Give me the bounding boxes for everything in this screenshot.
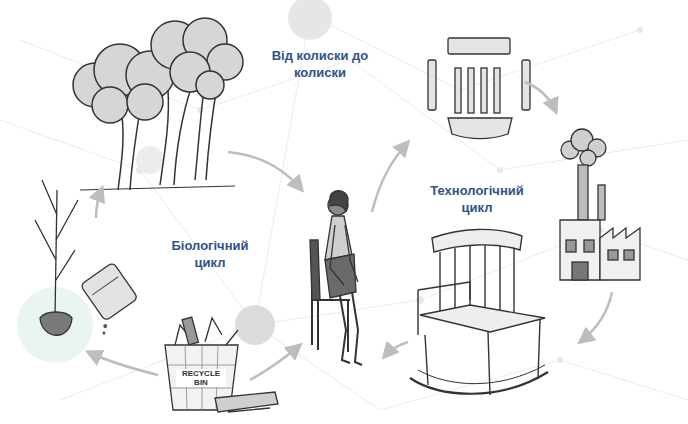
recycle-bin (165, 317, 278, 412)
cycle-label: Біологічний цикл (160, 238, 260, 272)
pale-circle (235, 305, 275, 345)
bin-text: RECYCLE BIN (176, 369, 226, 387)
fertilizer-bag (72, 262, 144, 335)
chair-parts (428, 38, 530, 139)
title: Від колиски до колиски (258, 48, 383, 82)
cycle-label: Технологічний цикл (421, 183, 533, 217)
trees (73, 18, 243, 190)
pale-circle (288, 0, 332, 40)
network-dots (136, 27, 643, 363)
seated-woman (310, 191, 362, 365)
factory (560, 129, 640, 280)
cycle-arrows (88, 82, 612, 380)
network-lines (0, 15, 688, 410)
rocking-chair (410, 229, 548, 395)
pale-circle (136, 146, 164, 174)
sapling (35, 180, 78, 335)
